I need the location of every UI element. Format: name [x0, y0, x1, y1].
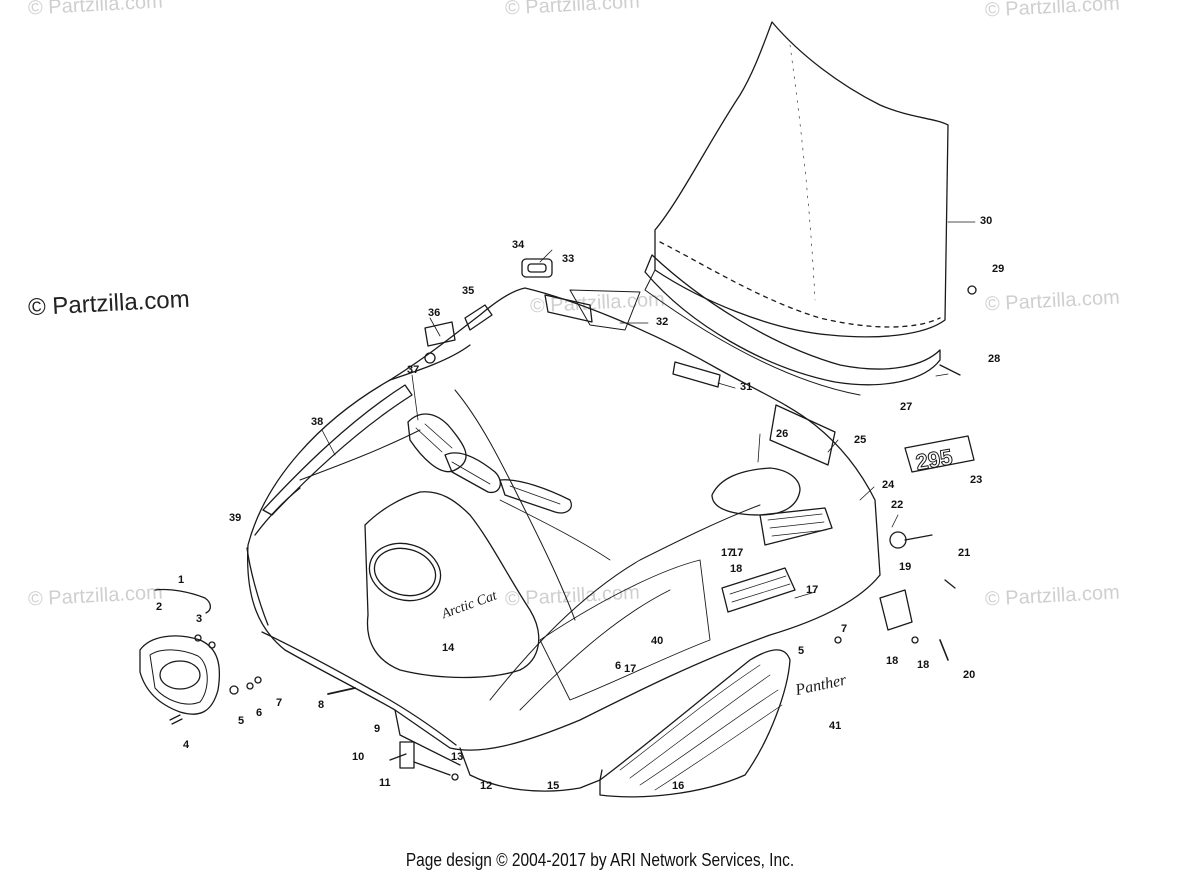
decal-295: 295 — [914, 444, 955, 475]
callout-label: 17 — [721, 547, 733, 559]
right-trim-curve — [489, 504, 761, 711]
headlight-opening — [368, 542, 442, 602]
callout-label: 6 — [256, 707, 262, 719]
callout-label: 8 — [318, 699, 324, 711]
callout-label: 7 — [276, 697, 282, 709]
callout-label: 9 — [374, 723, 380, 735]
callout-label: 11 — [379, 777, 391, 789]
callout-label: 3 — [196, 613, 202, 625]
callout-label: 20 — [963, 669, 975, 681]
left-hardware — [169, 676, 459, 781]
callout-label: 17 — [806, 584, 818, 596]
callout-label: 37 — [407, 364, 419, 376]
callout-label: 25 — [854, 434, 866, 446]
callout-label: 5 — [238, 715, 244, 727]
callout-label: 7 — [841, 623, 847, 635]
callout-label: 23 — [970, 474, 982, 486]
callout-label: 21 — [958, 547, 970, 559]
decal-295-plate — [904, 435, 975, 473]
center-panel — [364, 491, 540, 679]
lower-grille-panel — [599, 649, 791, 798]
callout-label: 27 — [900, 401, 912, 413]
callout-label: 18 — [886, 655, 898, 667]
callout-label: 40 — [651, 635, 663, 647]
callout-label: 6 — [615, 660, 621, 672]
callout-label: 32 — [656, 316, 668, 328]
callout-label: 2 — [156, 601, 162, 613]
callout-label: 22 — [891, 499, 903, 511]
callout-label: 15 — [547, 780, 559, 792]
callout-label: 13 — [451, 751, 463, 763]
callout-label: 26 — [776, 428, 788, 440]
left-trim-strip — [254, 384, 413, 536]
callout-label: 24 — [882, 479, 895, 491]
callout-label: 12 — [480, 780, 492, 792]
hood-script-logo: Arctic Cat — [439, 588, 500, 622]
windshield-trim — [644, 254, 941, 396]
callout-label: 36 — [428, 307, 440, 319]
windshield — [654, 21, 949, 338]
callout-label: 30 — [980, 215, 992, 227]
top-small-parts — [521, 258, 721, 388]
callout-label: 38 — [311, 416, 323, 428]
callout-label: 18 — [730, 563, 742, 575]
callout-label: 10 — [352, 751, 364, 763]
callout-label: 1 — [178, 574, 184, 586]
side-grilles — [721, 507, 833, 613]
callout-label: 34 — [512, 239, 525, 251]
footer-copyright: Page design © 2004-2017 by ARI Network S… — [405, 850, 795, 870]
callout-label: 35 — [462, 285, 474, 297]
callout-label: 18 — [917, 659, 929, 671]
left-mount-parts — [424, 304, 493, 364]
hood-vent-grille — [407, 413, 572, 514]
callout-label: 33 — [562, 253, 574, 265]
right-hardware — [834, 285, 977, 661]
callout-label: 28 — [988, 353, 1000, 365]
callout-label: 14 — [442, 642, 455, 654]
callout-label: 4 — [183, 739, 190, 751]
callout-label: 29 — [992, 263, 1004, 275]
headlight-assembly — [139, 588, 221, 715]
callout-label: 17 — [624, 663, 636, 675]
callout-label: 31 — [740, 381, 752, 393]
callout-label: 39 — [229, 512, 241, 524]
leader-lines — [321, 221, 976, 599]
hood-shell — [246, 287, 881, 792]
right-vent-area — [711, 404, 836, 516]
callout-label: 19 — [899, 561, 911, 573]
callout-label: 17 — [731, 547, 743, 559]
side-script-logo: Panther — [793, 671, 849, 699]
callout-label: 41 — [829, 720, 841, 732]
callout-label: 16 — [672, 780, 684, 792]
callout-label: 5 — [798, 645, 804, 657]
